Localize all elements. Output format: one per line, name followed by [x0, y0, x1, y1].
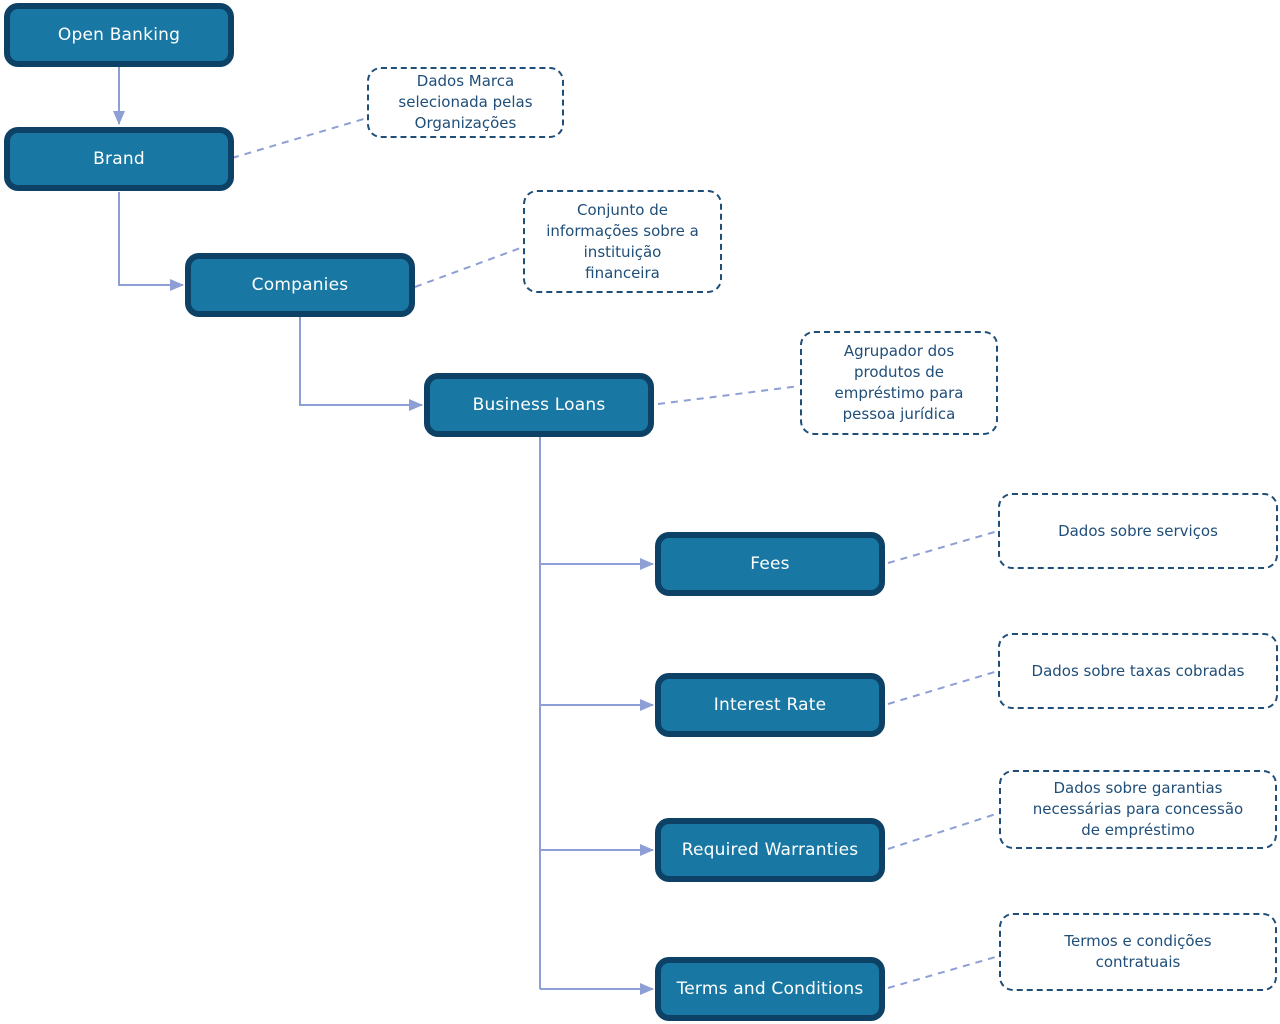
node-required-warranties[interactable]: Required Warranties: [655, 818, 885, 882]
node-open-banking-label: Open Banking: [57, 25, 181, 45]
edge-companies-businessloans: [299, 317, 423, 411]
callout-fees[interactable]: Dados sobre serviços: [998, 493, 1278, 569]
callout-interest-rate[interactable]: Dados sobre taxas cobradas: [998, 633, 1278, 709]
link-companies-callout: [414, 246, 524, 288]
callout-companies[interactable]: Conjunto de informações sobre a institui…: [523, 190, 722, 293]
node-business-loans-label: Business Loans: [472, 395, 606, 415]
node-companies-label: Companies: [251, 275, 349, 295]
node-brand[interactable]: Brand: [4, 127, 234, 191]
node-open-banking[interactable]: Open Banking: [4, 3, 234, 67]
node-business-loans[interactable]: Business Loans: [424, 373, 654, 437]
node-terms-and-conditions-label: Terms and Conditions: [676, 979, 864, 999]
callout-interest-rate-text: Dados sobre taxas cobradas: [1031, 661, 1245, 680]
node-required-warranties-label: Required Warranties: [681, 840, 859, 860]
node-interest-rate[interactable]: Interest Rate: [655, 673, 885, 737]
link-requiredwarranties-callout: [887, 812, 1000, 850]
callout-terms-and-conditions[interactable]: Termos e condições contratuais: [999, 913, 1277, 991]
node-fees[interactable]: Fees: [655, 532, 885, 596]
callout-brand[interactable]: Dados Marca selecionada pelas Organizaçõ…: [367, 67, 564, 138]
node-brand-label: Brand: [93, 149, 145, 169]
callout-companies-text: Conjunto de informações sobre a institui…: [546, 200, 699, 282]
callout-terms-and-conditions-text: Termos e condições contratuais: [1064, 932, 1212, 971]
link-fees-callout: [887, 530, 999, 564]
link-businessloans-callout: [657, 385, 801, 405]
callout-required-warranties-text: Dados sobre garantias necessárias para c…: [1032, 779, 1244, 839]
node-terms-and-conditions[interactable]: Terms and Conditions: [655, 957, 885, 1021]
link-brand-callout: [231, 117, 368, 159]
node-fees-label: Fees: [750, 554, 790, 574]
callout-brand-text: Dados Marca selecionada pelas Organizaçõ…: [398, 72, 533, 132]
link-interestrate-callout: [887, 670, 999, 705]
callout-required-warranties[interactable]: Dados sobre garantias necessárias para c…: [999, 770, 1277, 849]
node-interest-rate-label: Interest Rate: [713, 695, 827, 715]
callout-business-loans-text: Agrupador dos produtos de empréstimo par…: [834, 342, 964, 423]
link-termsandconditions-callout: [887, 955, 1000, 989]
callout-business-loans[interactable]: Agrupador dos produtos de empréstimo par…: [800, 331, 998, 435]
edge-brand-companies: [118, 192, 184, 291]
node-companies[interactable]: Companies: [185, 253, 415, 317]
callout-fees-text: Dados sobre serviços: [1058, 521, 1218, 540]
